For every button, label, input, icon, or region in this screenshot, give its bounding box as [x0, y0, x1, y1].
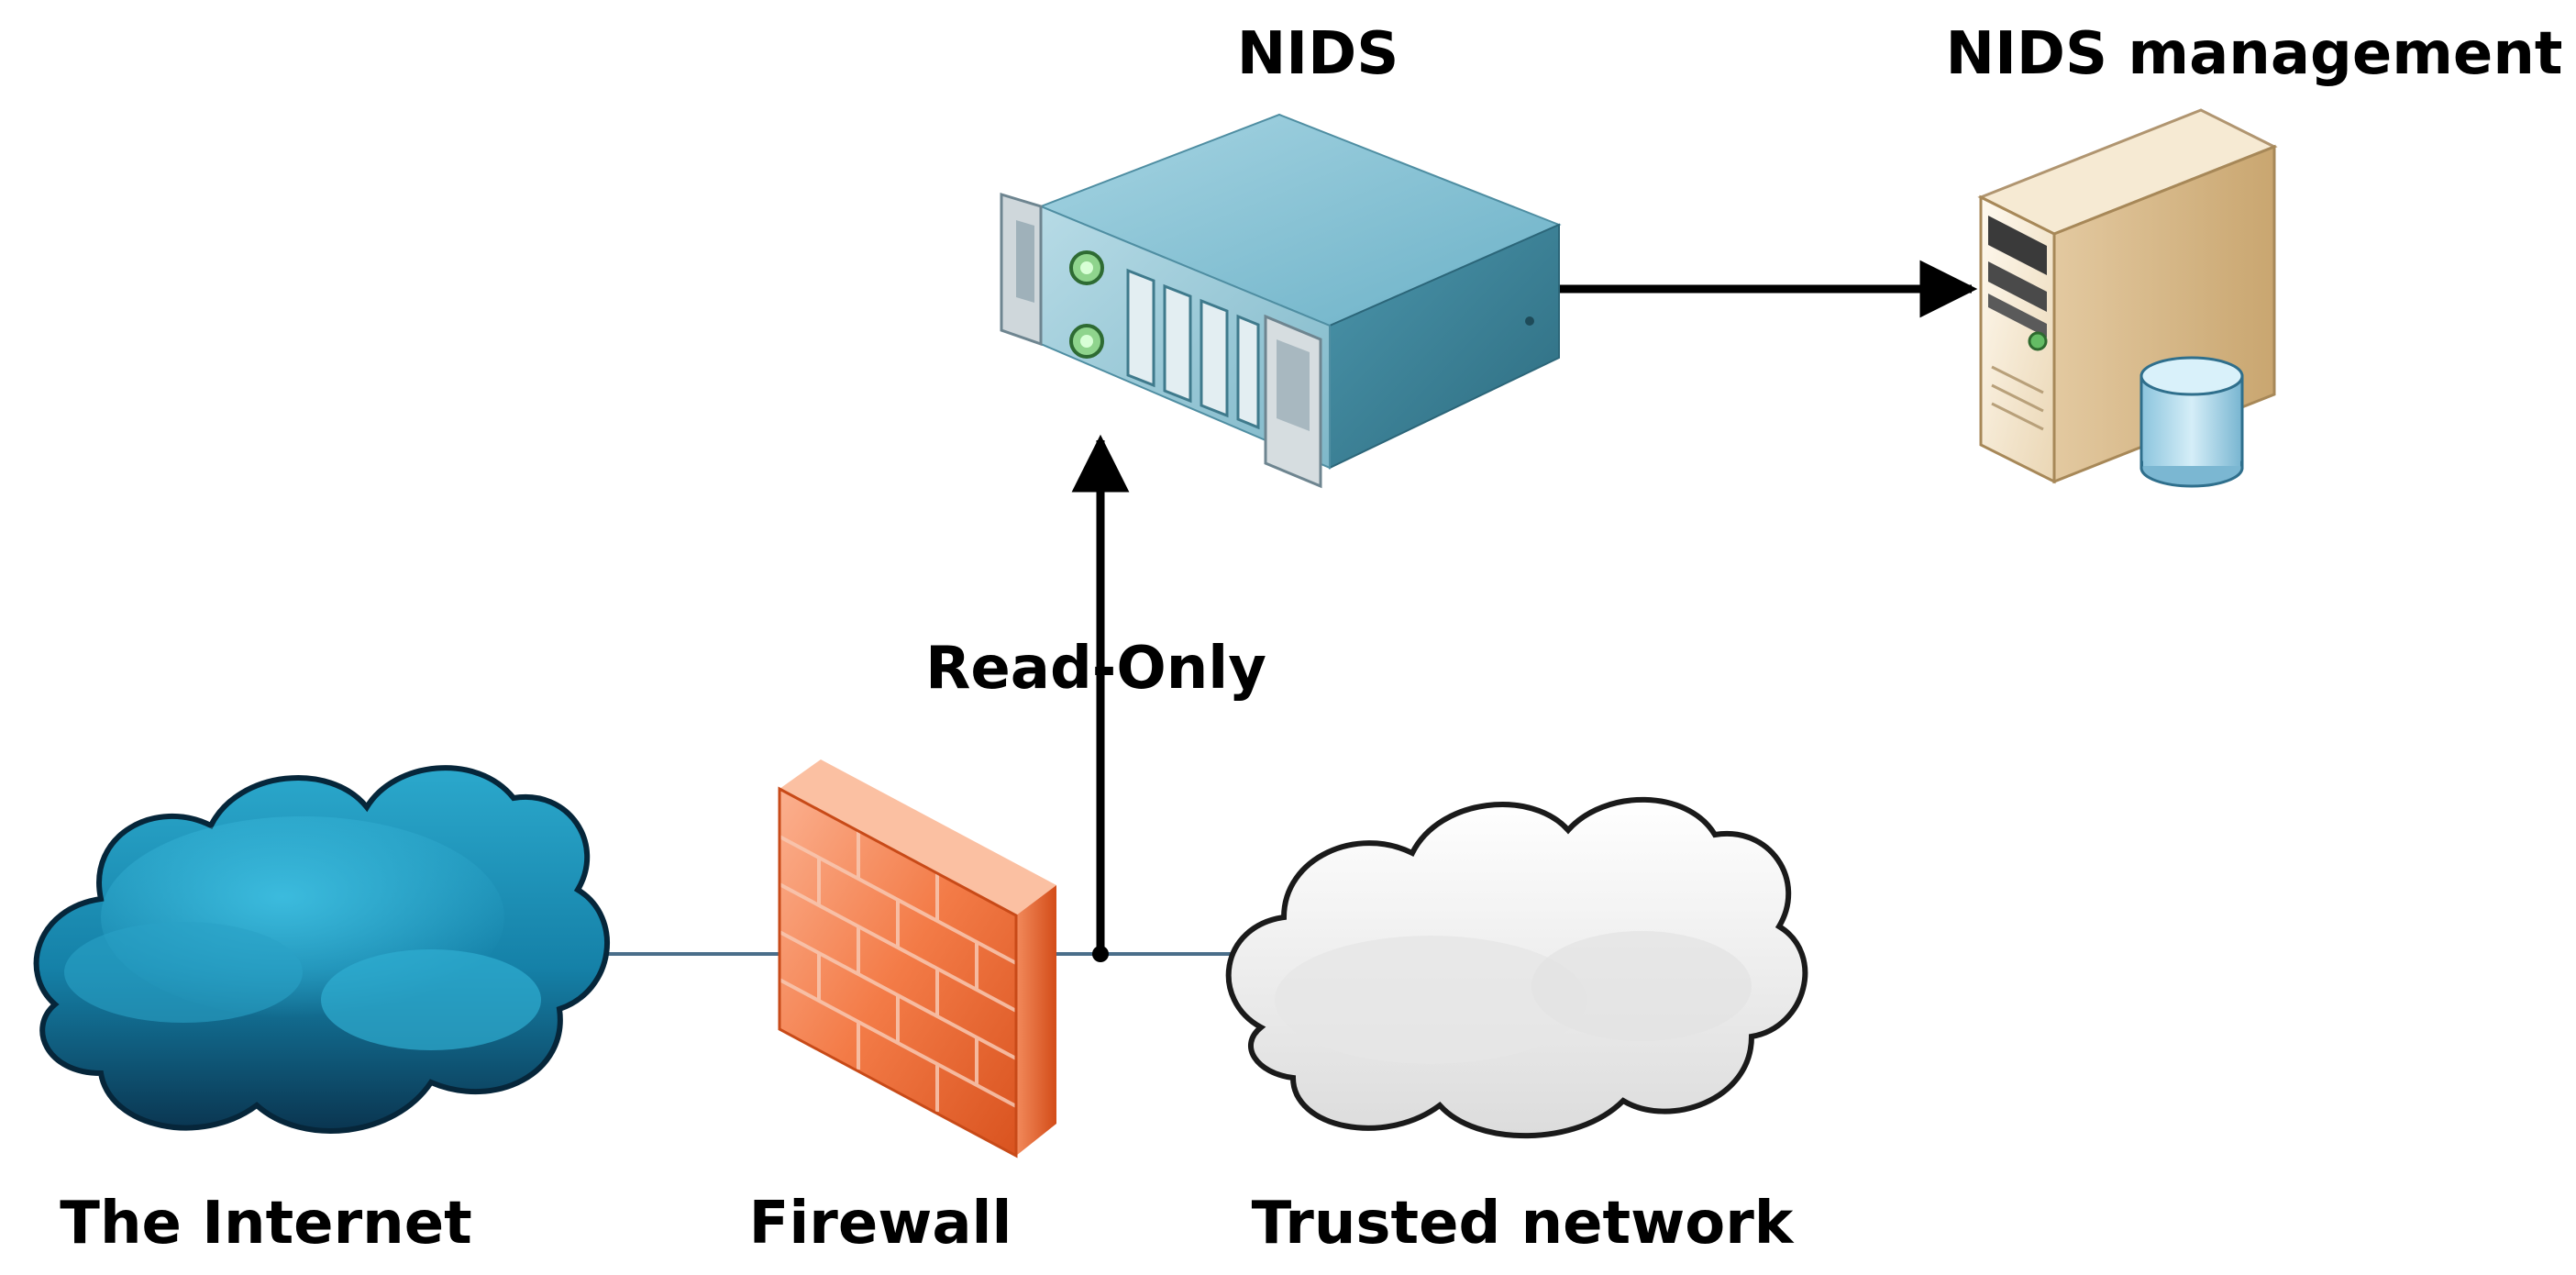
- white-cloud-icon: [1225, 796, 1808, 1139]
- firewall-label: Firewall: [749, 1190, 1012, 1258]
- tower-server-database-icon: [1977, 108, 2278, 488]
- rack-server-icon: [1000, 113, 1562, 489]
- read-only-label: Read-Only: [925, 635, 1266, 703]
- tap-point: [1092, 946, 1109, 962]
- nids-management-label: NIDS management: [1946, 20, 2563, 88]
- trusted-network-label: Trusted network: [1252, 1190, 1795, 1258]
- nids-label: NIDS: [1237, 20, 1399, 88]
- brick-firewall-icon: [778, 759, 1056, 1159]
- internet-label: The Internet: [60, 1190, 471, 1258]
- dark-cloud-icon: [33, 765, 610, 1134]
